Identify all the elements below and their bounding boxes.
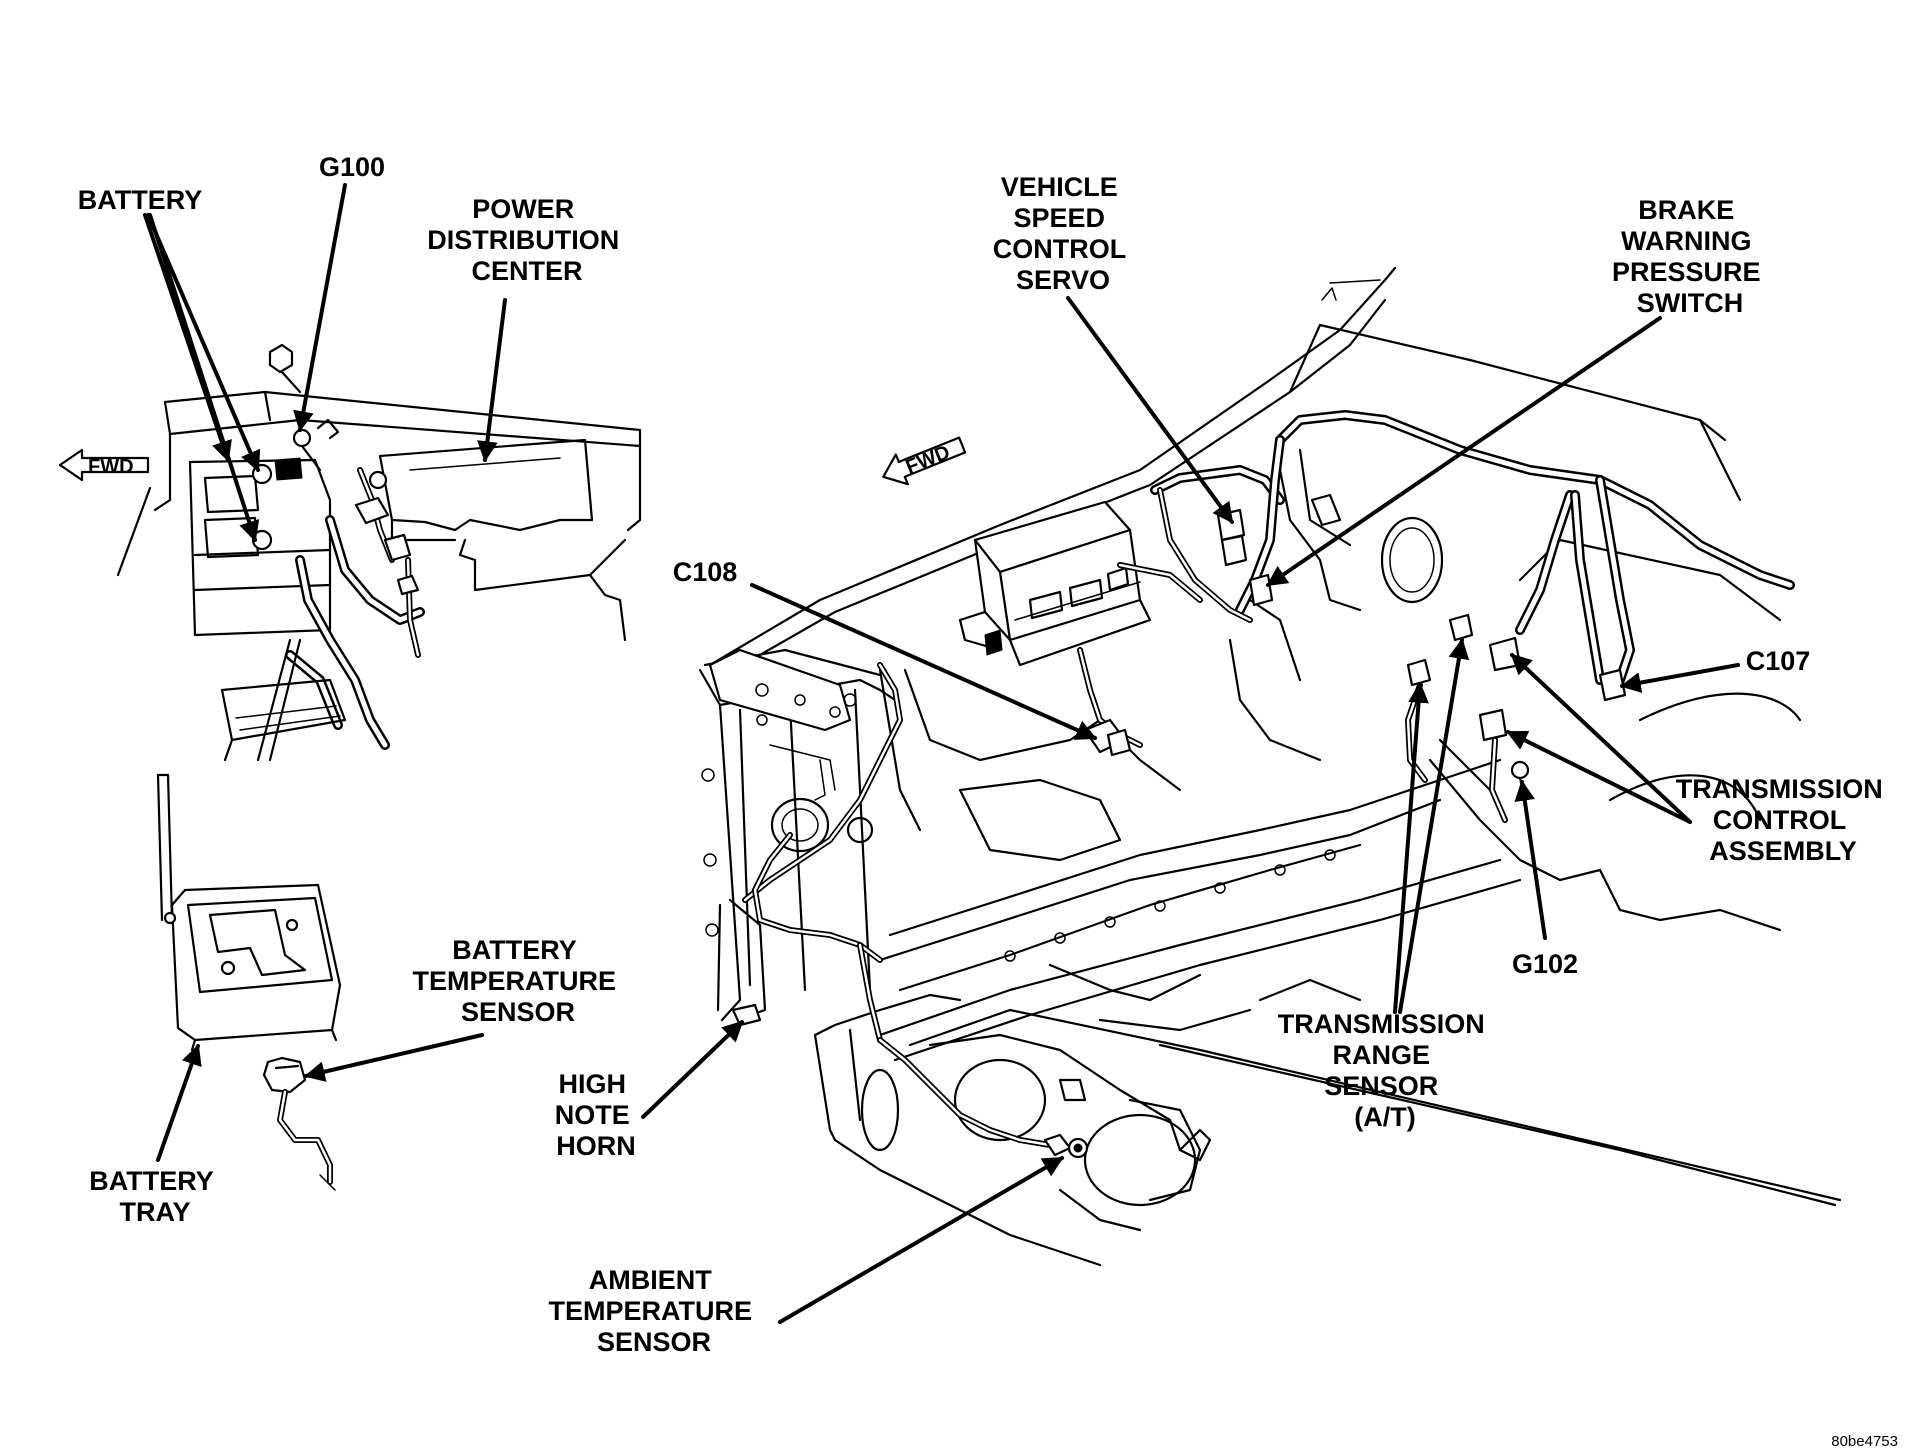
battery-area-inset: FWD — [58, 343, 642, 762]
label-bwps-line-4: SWITCH — [1637, 288, 1743, 318]
leader-lines — [143, 183, 1740, 1324]
label-bwps-line-2: WARNING — [1621, 226, 1752, 256]
label-c108: C108 — [673, 557, 738, 587]
label-pdc-line-1: POWER — [472, 194, 574, 224]
figure-reference-number: 80be4753 — [1831, 1433, 1898, 1450]
label-horn-line-1: HIGH — [558, 1069, 626, 1099]
fwd-arrow-main-text: FWD — [903, 441, 953, 478]
label-c107-line: C107 — [1746, 646, 1811, 676]
label-ats-line-3: SENSOR — [597, 1327, 711, 1357]
label-ats-line-2: TEMPERATURE — [548, 1296, 752, 1326]
label-c108-line: C108 — [673, 557, 738, 587]
label-g102-line: G102 — [1512, 949, 1578, 979]
label-bts-line-3: SENSOR — [461, 997, 575, 1027]
label-bwps-line-3: PRESSURE — [1612, 257, 1761, 287]
label-vscs-line-4: SERVO — [1016, 265, 1110, 295]
label-bts-line-1: BATTERY — [452, 935, 576, 965]
label-transmission-range-sensor: TRANSMISSION RANGE SENSOR (A/T) — [1278, 1009, 1493, 1132]
label-tray-line-1: BATTERY — [89, 1166, 213, 1196]
fwd-arrow-left: FWD — [58, 448, 150, 482]
label-power-distribution-center: POWER DISTRIBUTION CENTER — [427, 194, 627, 286]
label-pdc-line-2: DISTRIBUTION — [427, 225, 619, 255]
label-battery: BATTERY — [78, 185, 203, 215]
label-trs-line-2: RANGE — [1332, 1040, 1430, 1070]
fwd-arrow-left-text: FWD — [88, 456, 134, 478]
label-vscs-line-2: SPEED — [1013, 203, 1105, 233]
label-trs-line-1: TRANSMISSION — [1278, 1009, 1485, 1039]
label-vscs-line-3: CONTROL — [993, 234, 1126, 264]
label-horn-line-3: HORN — [556, 1131, 636, 1161]
label-high-note-horn: HIGH NOTE HORN — [555, 1069, 638, 1161]
label-battery-tray: BATTERY TRAY — [89, 1166, 221, 1227]
battery-tray-inset — [156, 773, 342, 1191]
label-vscs-line-1: VEHICLE — [1001, 172, 1118, 202]
label-g102: G102 — [1512, 949, 1578, 979]
label-trs-line-4: (A/T) — [1354, 1102, 1415, 1132]
label-transmission-control-assembly: TRANSMISSION CONTROL ASSEMBLY — [1676, 774, 1891, 866]
label-tca-line-1: TRANSMISSION — [1676, 774, 1883, 804]
power-distribution-center-box — [958, 500, 1152, 667]
label-ambient-temperature-sensor: AMBIENT TEMPERATURE SENSOR — [548, 1265, 759, 1357]
label-bts-line-2: TEMPERATURE — [412, 966, 616, 996]
label-pdc-line-3: CENTER — [471, 256, 582, 286]
label-ats-line-1: AMBIENT — [589, 1265, 712, 1295]
frame-holes — [1004, 849, 1336, 962]
label-bwps-line-1: BRAKE — [1638, 195, 1734, 225]
label-tca-line-2: CONTROL — [1713, 805, 1846, 835]
label-battery-temperature-sensor: BATTERY TEMPERATURE SENSOR — [412, 935, 623, 1027]
label-g100: G100 — [319, 152, 385, 182]
label-g100-line: G100 — [319, 152, 385, 182]
label-brake-warning-pressure-switch: BRAKE WARNING PRESSURE SWITCH — [1612, 195, 1768, 318]
engine-compartment-view: FWD — [698, 266, 1842, 1267]
label-battery-line: BATTERY — [78, 185, 203, 215]
label-trs-line-3: SENSOR — [1324, 1071, 1438, 1101]
label-c107: C107 — [1746, 646, 1811, 676]
label-tca-line-3: ASSEMBLY — [1709, 836, 1857, 866]
label-horn-line-2: NOTE — [555, 1100, 630, 1130]
label-vehicle-speed-control-servo: VEHICLE SPEED CONTROL SERVO — [993, 172, 1134, 295]
fwd-arrow-main: FWD — [882, 436, 967, 486]
label-tray-line-2: TRAY — [119, 1197, 190, 1227]
callout-labels: BATTERY G100 POWER DISTRIBUTION CENTER V… — [78, 152, 1898, 1450]
